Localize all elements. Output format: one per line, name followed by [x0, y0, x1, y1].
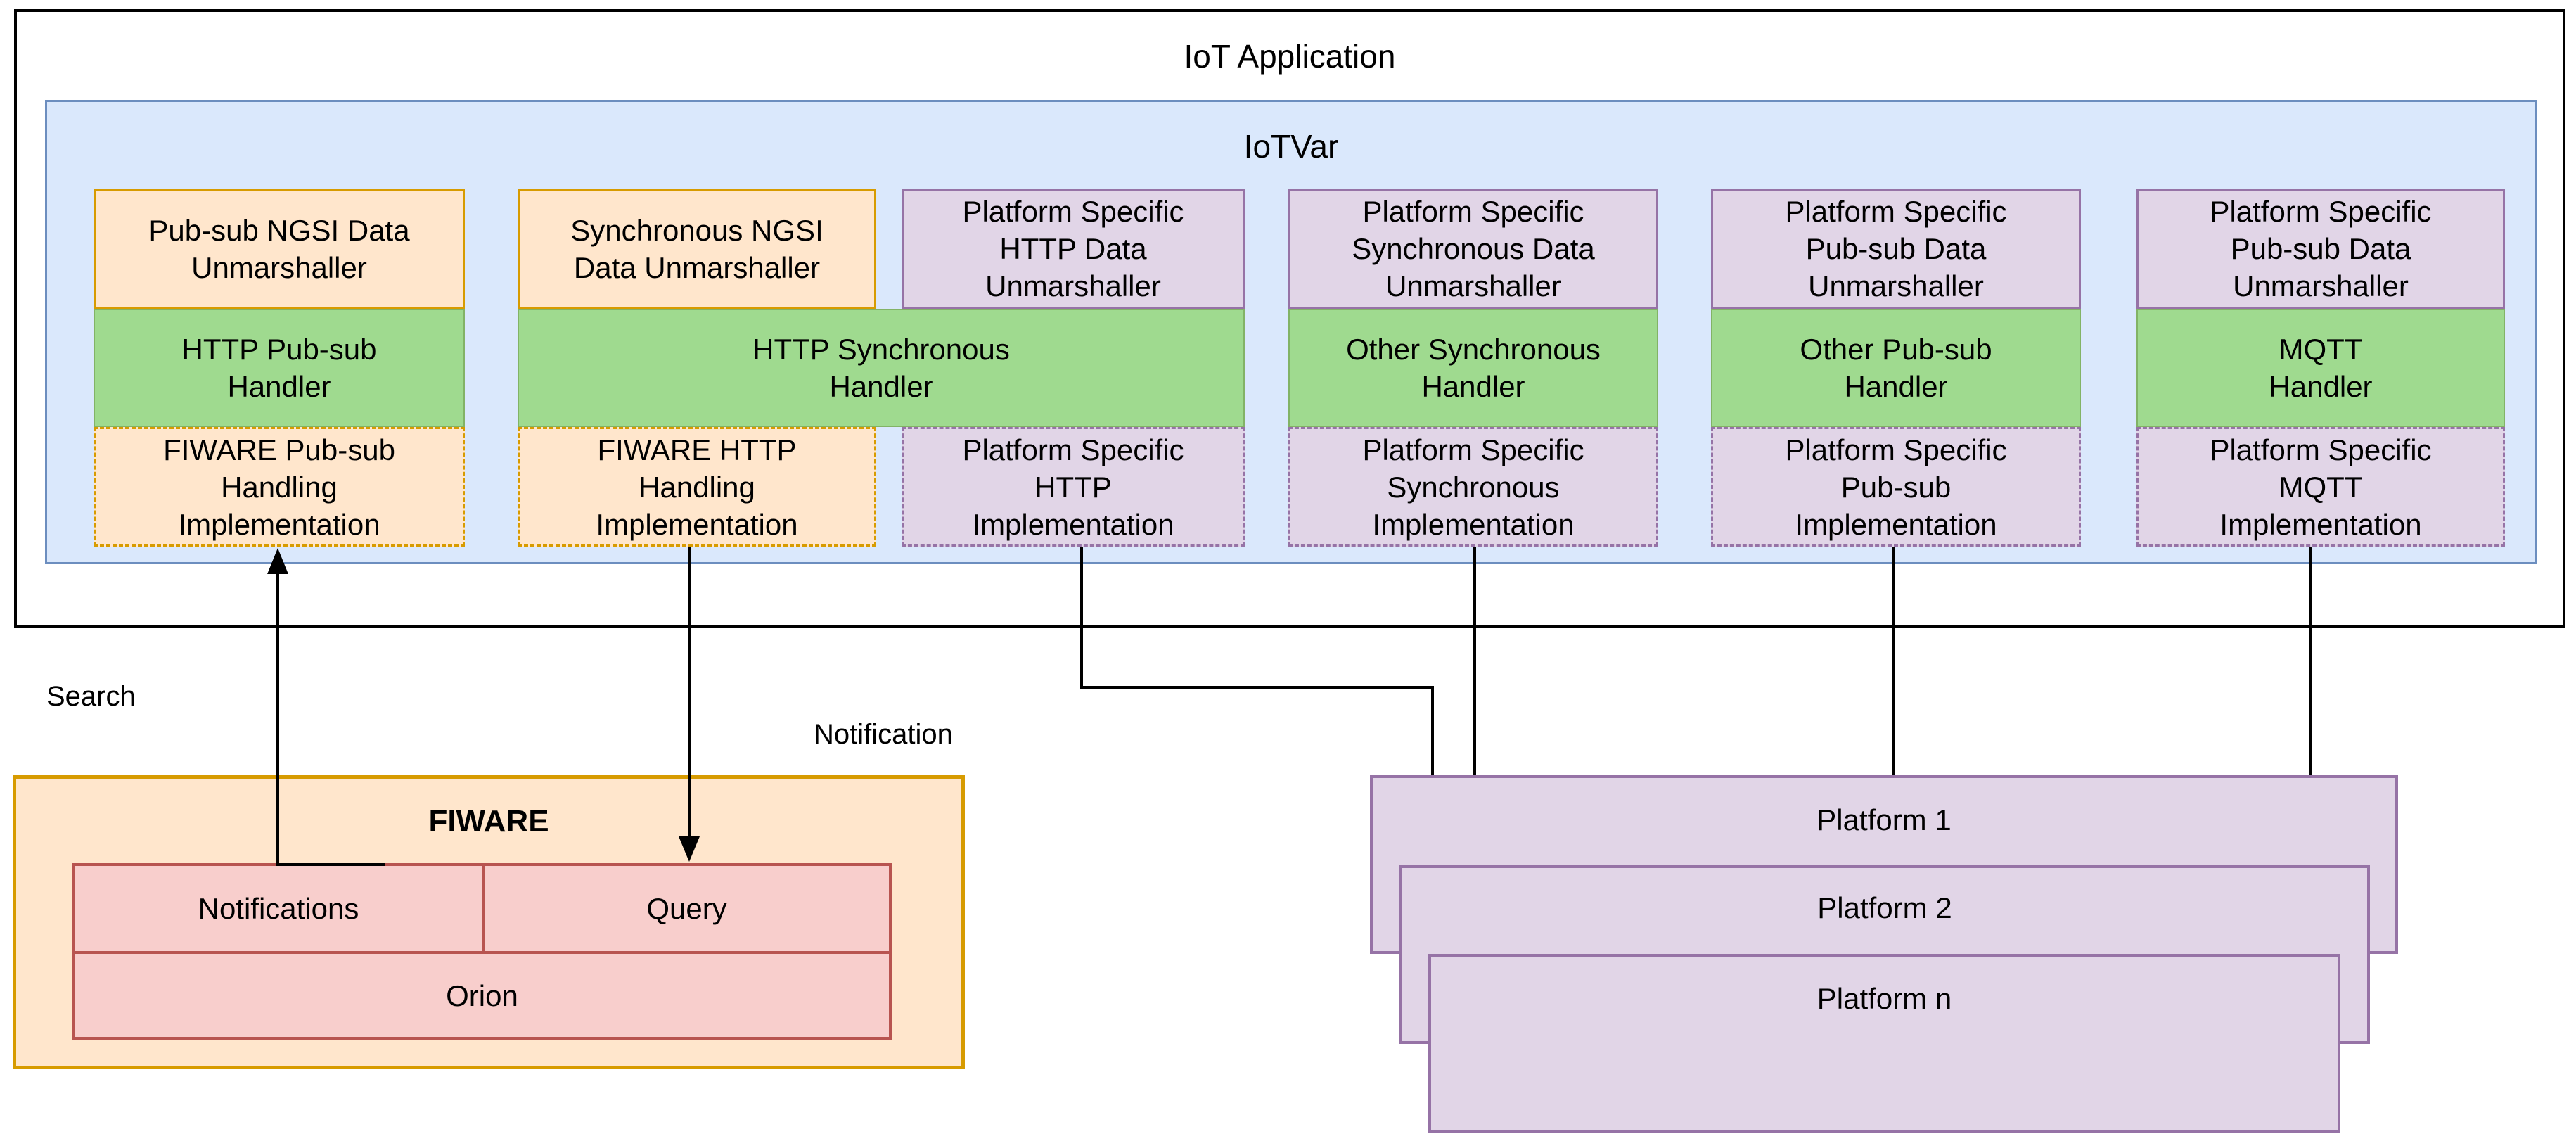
platform-label-1: Platform 1	[1816, 803, 1952, 836]
handler-box-http-pubsub: HTTP Pub-sub Handler	[94, 309, 465, 427]
iot-application-title: IoT Application	[1184, 38, 1396, 75]
unmarshaller-box-pubsub-ngsi: Pub-sub NGSI Data Unmarshaller	[94, 189, 465, 309]
implementation-box-pubsub: Platform Specific Pub-sub Implementation	[1711, 427, 2081, 547]
unmarshaller-box-sync-ngsi: Synchronous NGSI Data Unmarshaller	[518, 189, 876, 309]
orion-box: Orion	[72, 951, 892, 1040]
unmarshaller-box-sync: Platform Specific Synchronous Data Unmar…	[1288, 189, 1658, 309]
implementation-box-fiware-http: FIWARE HTTP Handling Implementation	[518, 427, 876, 547]
handler-box-other-sync: Other Synchronous Handler	[1288, 309, 1658, 427]
implementation-box-sync: Platform Specific Synchronous Implementa…	[1288, 427, 1658, 547]
notifications-box: Notifications	[72, 863, 485, 954]
notification-label: Notification	[814, 719, 953, 750]
handler-box-http-sync: HTTP Synchronous Handler	[518, 309, 1245, 427]
implementation-box-fiware-pubsub: FIWARE Pub-sub Handling Implementation	[94, 427, 465, 547]
implementation-box-http: Platform Specific HTTP Implementation	[902, 427, 1245, 547]
platform-box-n	[1428, 954, 2340, 1133]
handler-box-mqtt: MQTT Handler	[2136, 309, 2505, 427]
platform-label-2: Platform 2	[1817, 891, 1952, 924]
implementation-box-mqtt: Platform Specific MQTT Implementation	[2136, 427, 2505, 547]
search-label: Search	[46, 681, 136, 712]
iotvar-label: IoTVar	[1243, 128, 1339, 165]
unmarshaller-box-pubsub-2: Platform Specific Pub-sub Data Unmarshal…	[2136, 189, 2505, 309]
fiware-title: FIWARE	[428, 804, 549, 839]
unmarshaller-box-http: Platform Specific HTTP Data Unmarshaller	[902, 189, 1245, 309]
handler-box-other-pubsub: Other Pub-sub Handler	[1711, 309, 2081, 427]
unmarshaller-box-pubsub-1: Platform Specific Pub-sub Data Unmarshal…	[1711, 189, 2081, 309]
platform-label-n: Platform n	[1816, 982, 1952, 1015]
query-box: Query	[482, 863, 892, 954]
